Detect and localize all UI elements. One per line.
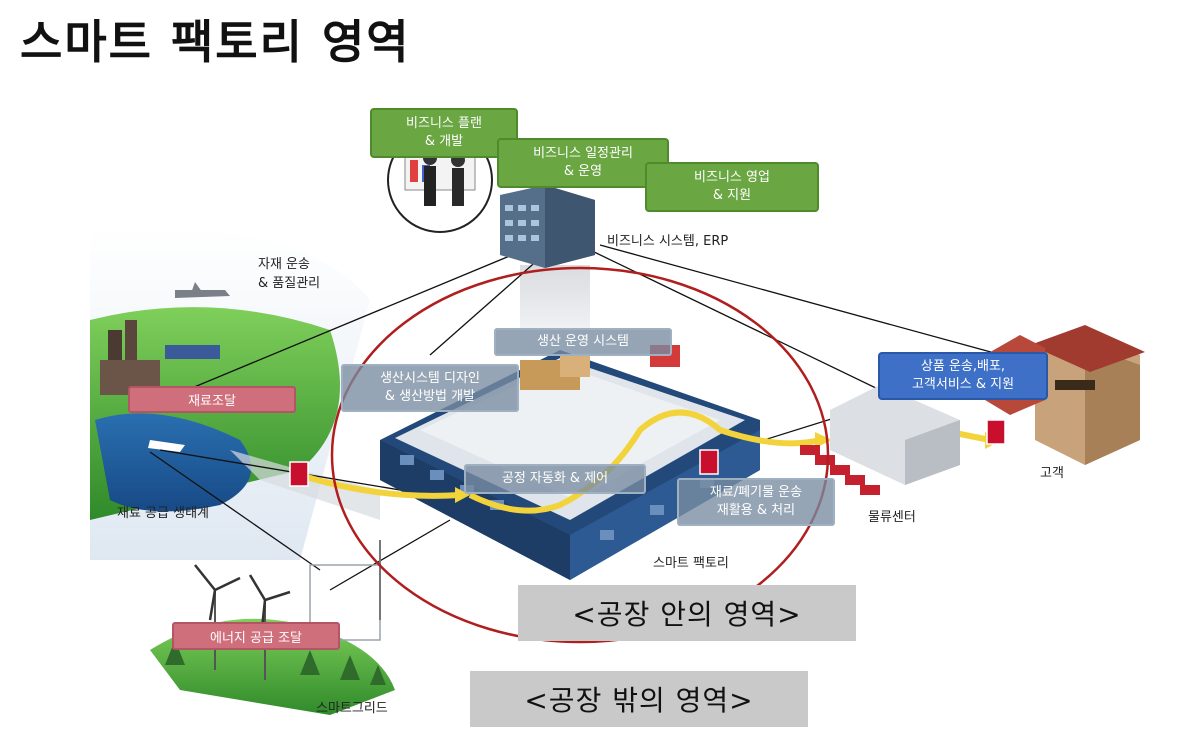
train [165,345,220,359]
energy-box: 에너지 공급 조달 [172,622,340,650]
customer-label: 고객 [1040,466,1064,481]
ops-system-box: 생산 운영 시스템 [494,328,672,356]
airplane-icon [175,282,230,298]
erp-label: 비즈니스 시스템, ERP [607,234,729,249]
ship [148,440,185,452]
business-schedule-box: 비즈니스 일정관리 & 운영 [497,138,669,188]
outside-area-callout: <공장 밖의 영역> [470,671,808,727]
material-transport-label: 자재 운송 & 품질관리 [258,257,321,291]
business-sales-box: 비즈니스 영업 & 지원 [645,162,819,212]
automation-box: 공정 자동화 & 제어 [464,464,646,494]
procurement-box: 재료조달 [128,386,296,413]
supply-ecosystem-label: 재료 공급 생태계 [117,506,209,521]
smart-factory-label: 스마트 팩토리 [653,556,729,571]
inside-area-callout: <공장 안의 영역> [518,585,856,641]
smart-grid-label: 스마트그리드 [316,701,388,716]
business-plan-box: 비즈니스 플랜 & 개발 [370,108,518,158]
logistics-center-label: 물류센터 [868,510,916,525]
waste-box: 재료/폐기물 운송 재활용 & 처리 [677,478,835,526]
design-box: 생산시스템 디자인 & 생산방법 개발 [341,364,519,412]
shipping-box: 상품 운송,배포, 고객서비스 & 지원 [878,352,1048,400]
page-title: 스마트 팩토리 영역 [20,15,411,69]
erp-building [500,185,595,268]
factory-scope-ellipse [330,266,830,644]
logistics-center-building [800,385,960,495]
tag-icons [289,419,1006,487]
